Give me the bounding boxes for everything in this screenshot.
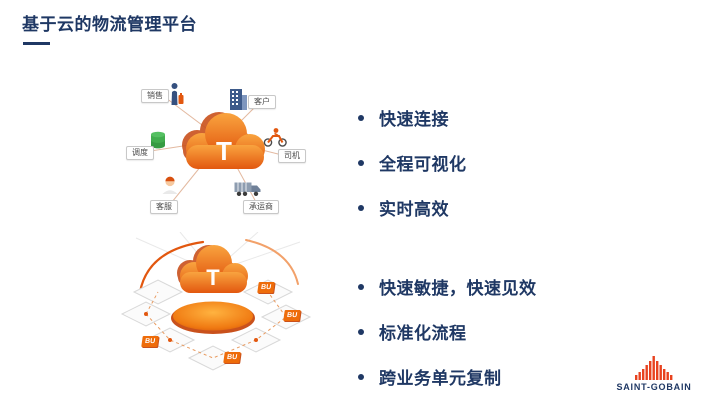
node-label-service: 客服	[150, 200, 178, 215]
brand-name: SAINT-GOBAIN	[616, 382, 692, 392]
cloud-letter: T	[216, 136, 232, 166]
motorbike-rider-icon	[263, 128, 287, 147]
benefit-item: 标准化流程	[358, 319, 537, 344]
benefit-text: 实时高效	[379, 200, 449, 219]
cloud-connection-diagram: T	[110, 80, 330, 225]
bu-tag: BU	[257, 282, 275, 293]
bu-tag: BU	[283, 310, 301, 321]
title-underline	[23, 42, 50, 45]
benefits-list-bottom: 快速敏捷，快速见效 标准化流程 跨业务单元复制	[358, 274, 537, 409]
benefit-item: 实时高效	[358, 195, 467, 220]
database-icon	[151, 131, 165, 149]
benefit-item: 跨业务单元复制	[358, 364, 537, 389]
cloud-bu-network-diagram: T BU BU BU BU	[118, 232, 328, 382]
bullet-dot	[358, 328, 364, 335]
node-label-customer: 客户	[248, 95, 276, 110]
benefit-text: 标准化流程	[379, 324, 467, 343]
bullet-dot	[358, 204, 364, 211]
bu-tag: BU	[223, 352, 241, 363]
benefit-text: 快速连接	[379, 110, 449, 129]
node-label-sales: 销售	[141, 89, 169, 104]
slide: 基于云的物流管理平台	[22, 15, 702, 392]
bu-tag: BU	[141, 336, 159, 347]
benefit-text: 全程可视化	[379, 155, 467, 174]
network-grid	[120, 232, 312, 371]
benefit-item: 快速连接	[358, 105, 467, 130]
cloud-icon: T	[182, 112, 265, 169]
benefit-item: 快速敏捷，快速见效	[358, 274, 537, 299]
saint-gobain-logo: SAINT-GOBAIN	[606, 352, 702, 392]
swoosh-arc	[138, 240, 205, 294]
bullet-dot	[358, 114, 364, 121]
benefits-list-top: 快速连接 全程可视化 实时高效	[358, 105, 467, 240]
node-label-carrier: 承运商	[243, 200, 279, 215]
building-icon	[230, 89, 247, 110]
node-label-dispatch: 调度	[126, 146, 154, 161]
person-traveler-icon	[171, 83, 184, 105]
bullet-dot	[358, 283, 364, 290]
benefit-item: 全程可视化	[358, 150, 467, 175]
bullet-dot	[358, 159, 364, 166]
node-label-driver: 司机	[278, 149, 306, 164]
benefit-text: 跨业务单元复制	[379, 369, 502, 388]
support-agent-icon	[162, 176, 178, 194]
benefit-text: 快速敏捷，快速见效	[379, 279, 537, 298]
cloud-icon: T	[177, 245, 248, 293]
cloud-letter: T	[206, 265, 220, 290]
truck-icon	[234, 182, 261, 196]
bullet-dot	[358, 373, 364, 380]
skyline-icon	[635, 356, 673, 380]
dashed-links	[145, 291, 287, 359]
page-title: 基于云的物流管理平台	[22, 15, 197, 34]
swoosh-arc	[245, 239, 299, 285]
